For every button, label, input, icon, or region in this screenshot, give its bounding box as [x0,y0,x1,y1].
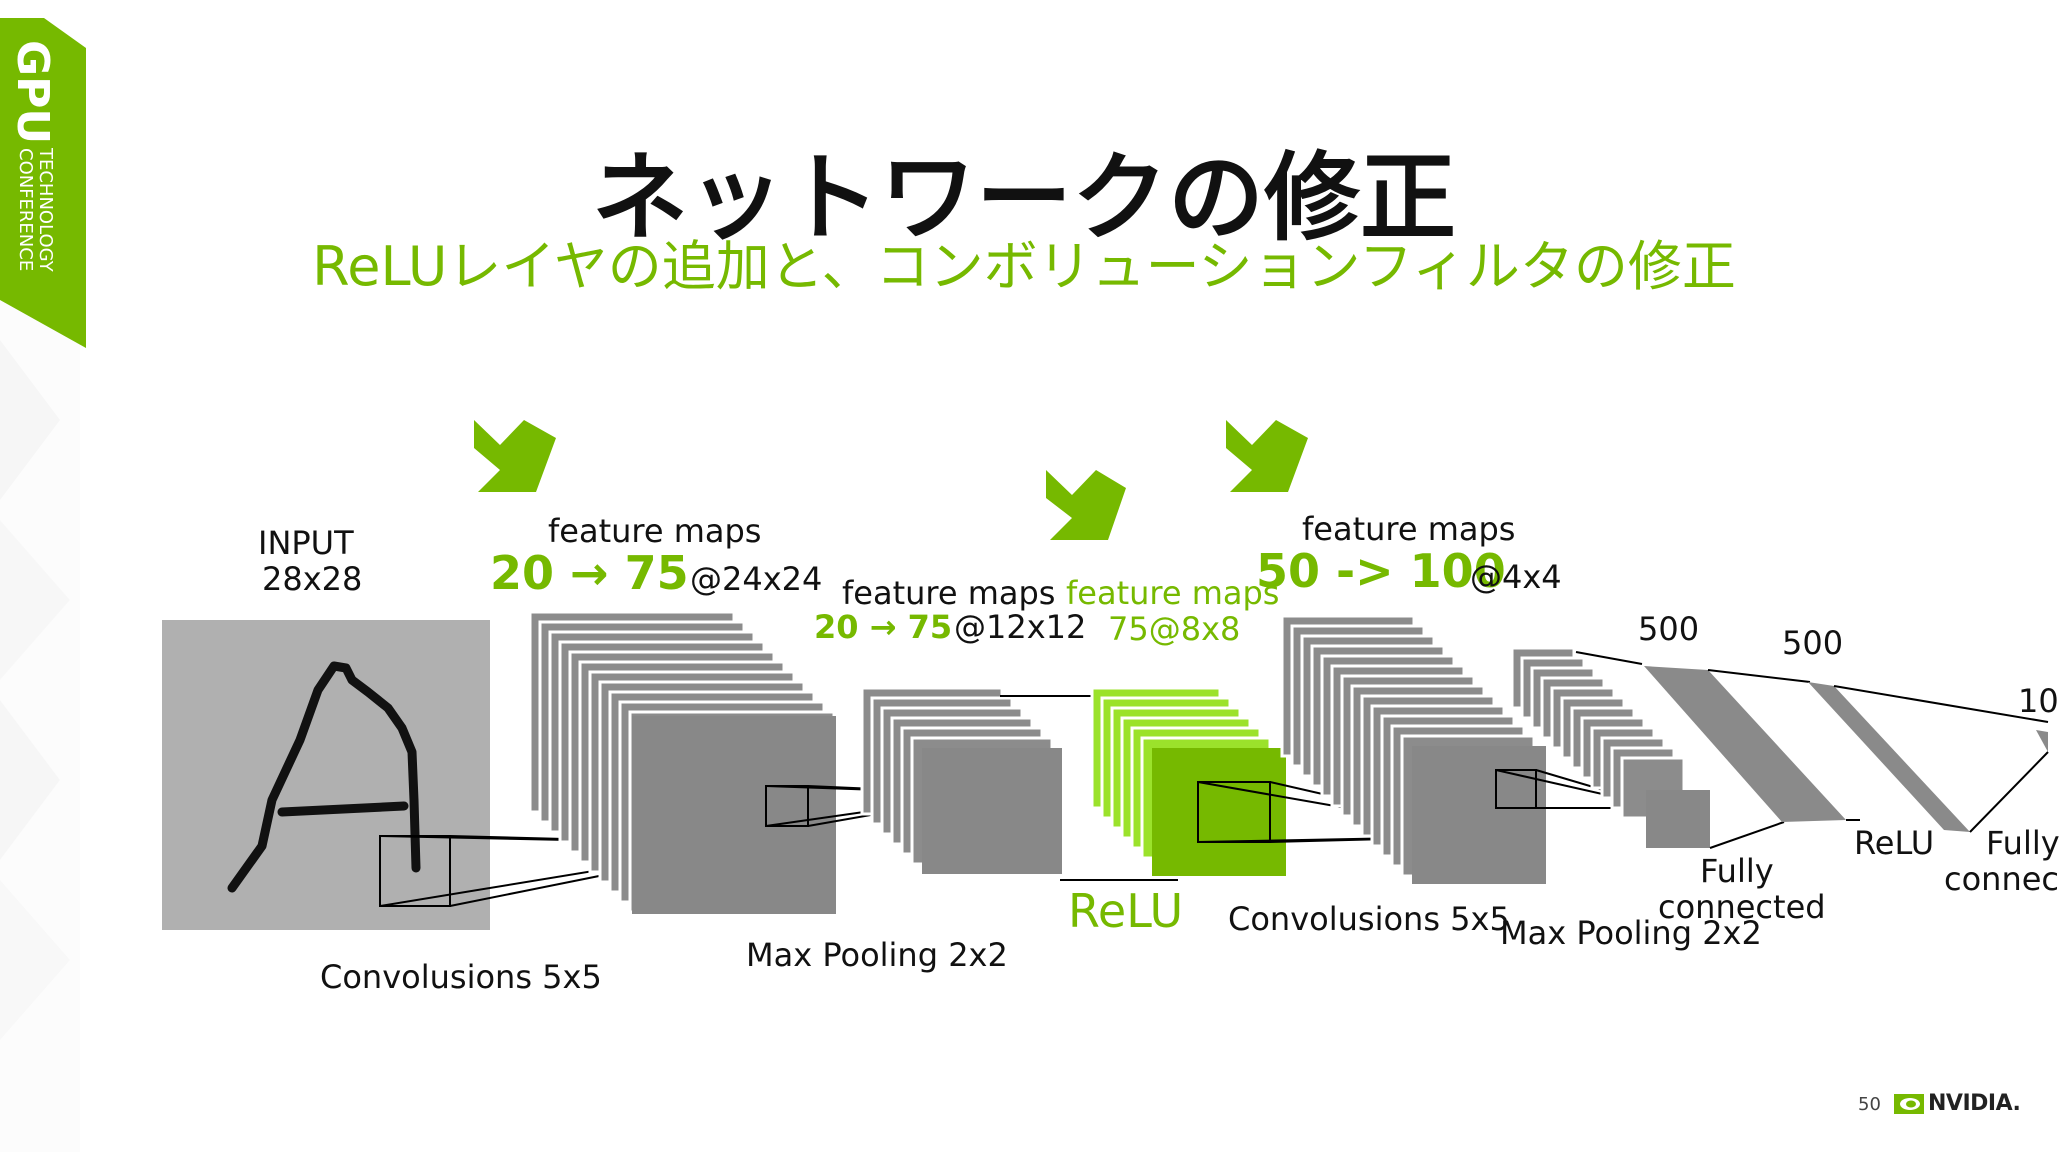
fc1-line2: connected [1658,888,1826,926]
fc-10: 10 [2018,682,2059,720]
pool2-label: Max Pooling 2x2 [1500,914,1762,952]
green-arrow-1 [474,420,556,492]
fm4-label: feature maps [1302,510,1516,548]
fc-bar-1 [1644,666,1846,822]
slide-title: ネットワークの修正 [592,142,1456,254]
input-image [162,620,490,930]
fc1-line1: Fully [1700,852,1774,890]
green-arrow-2 [1046,470,1126,540]
relu-green-stack [1090,686,1286,876]
fm4-count: 50 -> 100 [1256,544,1506,598]
fm2-size: @12x12 [954,608,1087,646]
input-label: INPUT [258,524,354,562]
relu1-label: ReLU [1068,884,1184,938]
feature-map-stack-4 [1510,646,1710,848]
relu2-label: ReLU [1854,824,1935,862]
fc-bar-2 [1808,682,1970,832]
fm3-size: 75@8x8 [1108,610,1241,648]
pool1-label: Max Pooling 2x2 [746,936,1008,974]
gtc-ribbon [0,18,86,348]
feature-map-stack-2 [860,686,1062,874]
feature-map-stack-3 [1280,614,1546,884]
page-number: 50 [1858,1094,1881,1115]
fc-500-a: 500 [1638,610,1700,648]
fc2-line2: connec [1944,860,2060,898]
nvidia-logo-icon [1894,1094,1924,1114]
fm3-label: feature maps [1066,574,1280,612]
feature-map-stack-1 [528,610,836,914]
nvidia-brand-text: NVIDIA. [1928,1091,2021,1116]
fc2-line1: Fully [1986,824,2060,862]
conv1-label: Convolusions 5x5 [320,958,602,996]
fc-bar-3 [2036,730,2048,752]
fc-500-b: 500 [1782,624,1844,662]
conv2-label: Convolusions 5x5 [1228,900,1510,938]
green-arrow-3 [1226,420,1308,492]
left-decoration [0,300,80,1152]
handwritten-a [227,661,421,893]
fm2-label: feature maps [842,574,1056,612]
fm4-size: @4x4 [1470,558,1562,596]
slide-subtitle: ReLUレイヤの追加と、コンボリューションフィルタの修正 [312,235,1736,298]
fm2-count: 20 → 75 [814,608,953,646]
fm1-label: feature maps [548,512,762,550]
fm1-size: @24x24 [690,560,823,598]
input-size: 28x28 [262,560,363,598]
fm1-count: 20 → 75 [490,546,689,600]
